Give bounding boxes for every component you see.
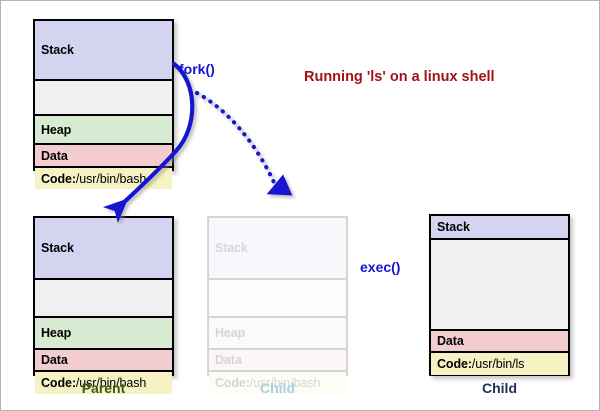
memory-block-parent: Stack Heap Data Code:/usr/bin/bash	[33, 216, 174, 394]
fork-arrow-child	[194, 90, 293, 196]
segment-label: Heap	[41, 326, 72, 340]
segment-data: Data	[209, 350, 346, 372]
segment-label: Data	[215, 353, 242, 367]
segment-label: Code:	[215, 376, 250, 390]
segment-label: Stack	[41, 43, 74, 57]
segment-label: Stack	[437, 220, 470, 234]
segment-code: Code:/usr/bin/ls	[431, 353, 568, 375]
segment-empty	[35, 81, 172, 116]
memory-block-original: Stack Heap Data Code:/usr/bin/bash	[33, 19, 174, 189]
segment-heap: Heap	[35, 318, 172, 350]
segment-stack: Stack	[35, 21, 172, 81]
segment-label: Data	[437, 334, 464, 348]
segment-code-path: /usr/bin/bash	[75, 376, 147, 390]
segment-heap: Heap	[209, 318, 346, 350]
segment-label: Stack	[41, 241, 74, 255]
segment-heap: Heap	[35, 116, 172, 145]
segment-stack: Stack	[209, 218, 346, 280]
segment-label: Code:	[437, 357, 472, 371]
segment-empty	[35, 280, 172, 318]
fork-label: fork()	[179, 61, 215, 77]
segment-label: Heap	[215, 326, 246, 340]
memory-block-child-exec: Stack Data Code:/usr/bin/ls	[429, 214, 570, 376]
segment-data: Data	[35, 350, 172, 372]
segment-data: Data	[35, 145, 172, 168]
segment-code: Code:/usr/bin/bash	[35, 372, 172, 394]
caption-child-exec: Child	[482, 380, 517, 396]
segment-label: Code:	[41, 171, 76, 186]
segment-data: Data	[431, 331, 568, 353]
diagram-title: Running 'ls' on a linux shell	[304, 69, 495, 85]
segment-stack: Stack	[35, 218, 172, 280]
segment-label: Data	[41, 148, 68, 163]
caption-parent: Parent	[81, 380, 126, 396]
segment-code: Code:/usr/bin/bash	[35, 168, 172, 189]
segment-label: Stack	[215, 241, 248, 255]
segment-label: Data	[41, 353, 68, 367]
segment-code-path: /usr/bin/bash	[249, 376, 321, 390]
segment-label: Code:	[41, 376, 76, 390]
segment-code-path: /usr/bin/bash	[75, 171, 147, 186]
segment-stack: Stack	[431, 216, 568, 240]
segment-empty	[431, 240, 568, 331]
segment-empty	[209, 280, 346, 318]
segment-code: Code:/usr/bin/bash	[209, 372, 346, 394]
caption-child-forked: Child	[260, 380, 295, 396]
segment-code-path: /usr/bin/ls	[471, 357, 525, 371]
memory-block-child-forked: Stack Heap Data Code:/usr/bin/bash	[207, 216, 348, 394]
exec-label: exec()	[360, 259, 401, 275]
segment-label: Heap	[41, 122, 72, 137]
